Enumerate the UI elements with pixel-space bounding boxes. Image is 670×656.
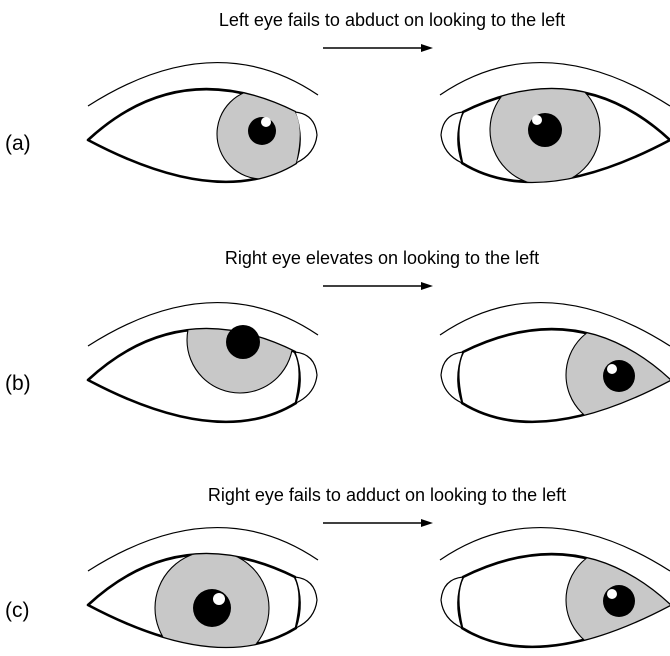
row-c: Right eye fails to adduct on looking to … <box>5 485 670 656</box>
eye-right-c <box>440 528 670 653</box>
direction-arrow-a <box>323 44 433 52</box>
label-b: (b) <box>5 372 31 395</box>
row-b: Right eye elevates on looking to the lef… <box>5 248 670 428</box>
pupil <box>603 585 635 617</box>
caption-c: Right eye fails to adduct on looking to … <box>208 485 566 505</box>
eye-right-a <box>440 63 670 185</box>
direction-arrow-b <box>323 282 433 290</box>
eye-left-b <box>88 287 318 422</box>
caption-b: Right eye elevates on looking to the lef… <box>225 248 539 268</box>
pupil-highlight <box>213 593 225 605</box>
direction-arrow-c <box>323 519 433 527</box>
pupil-highlight <box>607 364 617 374</box>
row-a: Left eye fails to abduct on looking to t… <box>5 10 670 185</box>
label-a: (a) <box>5 132 31 155</box>
eye-right-b <box>440 303 670 428</box>
pupil-highlight <box>532 115 542 125</box>
caption-a: Left eye fails to abduct on looking to t… <box>219 10 565 30</box>
eye-left-c <box>88 528 318 656</box>
pupil <box>193 589 231 627</box>
pupil <box>226 325 260 359</box>
label-c: (c) <box>5 599 30 622</box>
pupil <box>603 360 635 392</box>
pupil-highlight <box>607 589 617 599</box>
eye-left-a <box>88 63 318 182</box>
pupil-highlight <box>261 117 271 127</box>
